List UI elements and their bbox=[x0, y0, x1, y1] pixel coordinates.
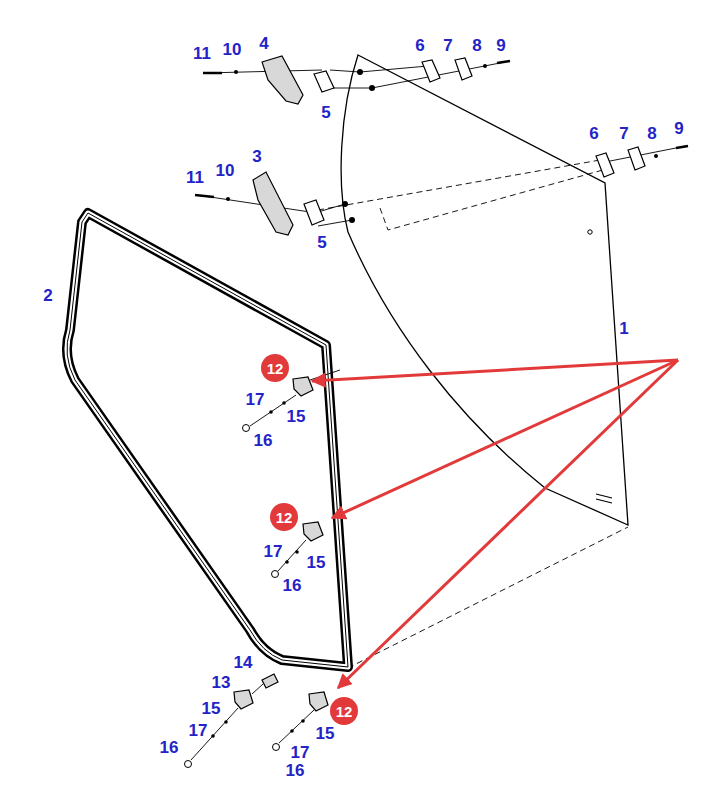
washer bbox=[282, 401, 286, 405]
washer bbox=[483, 64, 487, 68]
callout-number: 11 bbox=[186, 169, 204, 186]
glass-panel bbox=[341, 55, 628, 525]
callout-number: 2 bbox=[43, 287, 52, 304]
callout-number: 8 bbox=[472, 37, 481, 54]
seal-clip bbox=[234, 690, 253, 709]
nut bbox=[272, 571, 279, 578]
screw bbox=[195, 195, 214, 197]
pointer-arrow bbox=[332, 360, 678, 518]
pointer-arrow bbox=[338, 360, 678, 688]
screw bbox=[203, 72, 222, 75]
callout-number: 13 bbox=[212, 674, 231, 691]
callout-number: 17 bbox=[189, 722, 208, 739]
callout-number: 5 bbox=[321, 104, 330, 121]
callout-number: 12 bbox=[276, 510, 293, 525]
callout-number: 4 bbox=[259, 35, 268, 52]
hinge-plate bbox=[304, 200, 324, 225]
nut bbox=[243, 425, 250, 432]
callout-circle: 12 bbox=[261, 354, 289, 382]
callout-circle: 12 bbox=[330, 697, 358, 725]
washer bbox=[234, 70, 238, 74]
washer bbox=[226, 197, 230, 201]
dashed-line bbox=[348, 527, 628, 668]
callout-number: 10 bbox=[223, 41, 242, 58]
callout-number: 11 bbox=[193, 45, 211, 62]
callout-number: 14 bbox=[234, 654, 253, 671]
door-seal bbox=[67, 213, 348, 667]
washer bbox=[295, 550, 299, 554]
glass-hole bbox=[342, 201, 348, 207]
hinge-plate bbox=[314, 71, 334, 92]
callout-number: 17 bbox=[264, 543, 283, 560]
callout-number: 15 bbox=[202, 700, 221, 717]
pointer-arrows bbox=[312, 360, 678, 688]
callout-number: 16 bbox=[254, 432, 273, 449]
washer bbox=[654, 154, 658, 158]
washer bbox=[269, 410, 273, 414]
washer bbox=[290, 729, 294, 733]
washer bbox=[285, 560, 289, 564]
glass-hole bbox=[369, 85, 375, 91]
hinge-bracket bbox=[262, 56, 303, 104]
washer bbox=[211, 734, 215, 738]
nut bbox=[185, 761, 192, 768]
hinge-plate bbox=[455, 58, 472, 80]
callout-number: 5 bbox=[317, 234, 326, 251]
glass-hole bbox=[588, 230, 592, 234]
hinge-plate bbox=[628, 147, 645, 170]
callout-number: 15 bbox=[316, 725, 335, 742]
callout-number: 17 bbox=[246, 391, 265, 408]
callout-number: 12 bbox=[336, 704, 353, 719]
glass-hole bbox=[349, 217, 355, 223]
callout-number: 6 bbox=[589, 125, 598, 142]
callout-number: 6 bbox=[415, 37, 424, 54]
callout-number: 12 bbox=[267, 361, 284, 376]
glass-mark bbox=[596, 494, 612, 503]
callout-number: 7 bbox=[443, 37, 452, 54]
screw bbox=[497, 61, 510, 63]
callout-number: 16 bbox=[283, 577, 302, 594]
callout-number: 8 bbox=[647, 125, 656, 142]
callout-number: 16 bbox=[160, 739, 179, 756]
hinge-plate bbox=[422, 60, 440, 82]
callout-number: 9 bbox=[674, 120, 683, 137]
callout-number: 9 bbox=[496, 37, 505, 54]
callout-number: 15 bbox=[287, 408, 306, 425]
seal-clip bbox=[309, 692, 328, 711]
washer bbox=[224, 720, 228, 724]
door-seal bbox=[67, 213, 348, 667]
callout-number: 1 bbox=[619, 320, 628, 337]
hinge-bracket bbox=[253, 172, 293, 235]
callout-number: 7 bbox=[619, 125, 628, 142]
callout-number: 15 bbox=[307, 554, 326, 571]
washer bbox=[301, 719, 305, 723]
axis-line bbox=[279, 710, 314, 743]
callout-number: 10 bbox=[216, 162, 235, 179]
seal-clip bbox=[303, 522, 323, 541]
nut bbox=[273, 744, 280, 751]
pointer-arrow bbox=[312, 360, 678, 381]
dashed-line bbox=[318, 160, 610, 230]
clip-insert bbox=[262, 674, 278, 688]
callout-number: 16 bbox=[286, 762, 305, 779]
glass-hole bbox=[357, 69, 363, 75]
callout-number: 3 bbox=[252, 148, 261, 165]
hinge-plate bbox=[596, 153, 614, 177]
callout-circle: 12 bbox=[270, 503, 298, 531]
door-seal bbox=[67, 213, 348, 667]
callout-number: 17 bbox=[291, 744, 310, 761]
screw bbox=[676, 146, 688, 148]
